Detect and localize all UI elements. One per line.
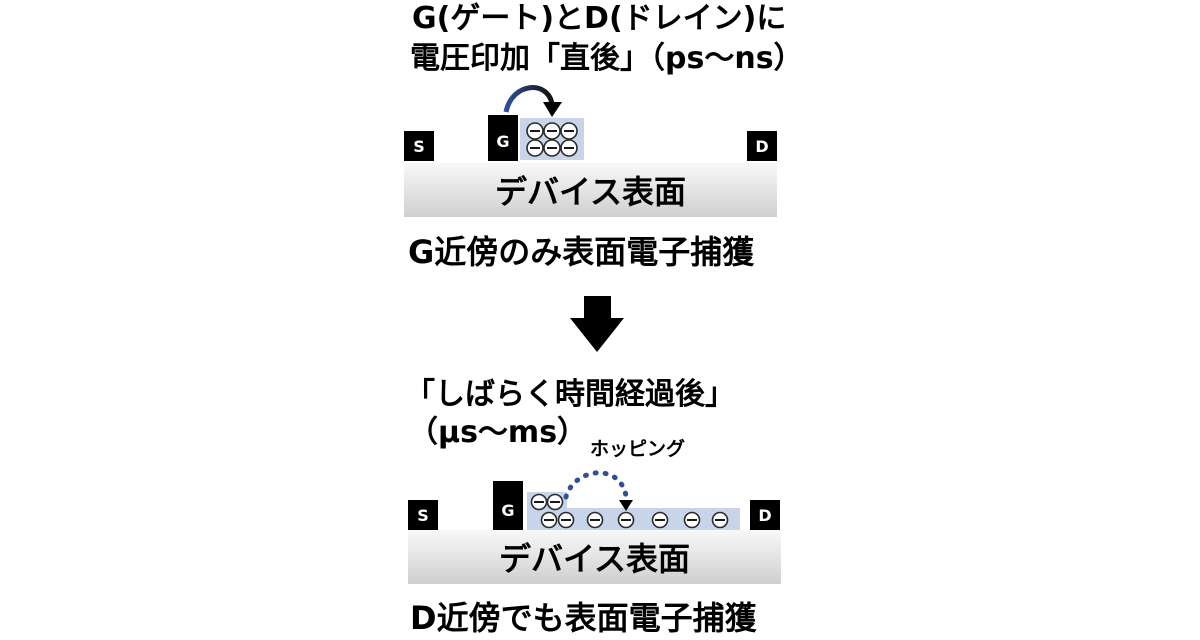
drain-terminal-2: D (750, 500, 780, 530)
trapped-electron-region-surface (527, 508, 740, 530)
gate-terminal-2: G (493, 481, 523, 530)
source-terminal: S (404, 131, 434, 161)
top-heading-line1: G(ゲート)とD(ドレイン)に (412, 1, 787, 36)
device-surface-2: デバイス表面 (408, 530, 781, 584)
diagram1-caption: G近傍のみ表面電子捕獲 (408, 233, 755, 271)
gate-terminal: G (488, 115, 518, 161)
device-surface: デバイス表面 (404, 163, 777, 217)
top-heading-line2: 電圧印加「直後」（ps～ns） (410, 41, 804, 76)
middle-heading-line2: （µs～ms） (408, 415, 588, 450)
electron-injection-arrowhead (543, 102, 562, 117)
drain-terminal: D (747, 131, 777, 161)
device-surface-label: デバイス表面 (494, 173, 687, 211)
diagram2-caption: D近傍でも表面電子捕獲 (410, 599, 757, 637)
hopping-label: ホッピング (590, 438, 686, 460)
down-arrow-icon (570, 296, 624, 352)
hopping-arrow (563, 470, 629, 500)
trapped-electron-region-gate (520, 118, 584, 160)
device-surface-label-2: デバイス表面 (498, 540, 691, 578)
source-terminal-2: S (408, 500, 438, 530)
electron-injection-arrow (503, 85, 555, 113)
middle-heading-line1: 「しばらく時間経過後」 (405, 377, 735, 412)
